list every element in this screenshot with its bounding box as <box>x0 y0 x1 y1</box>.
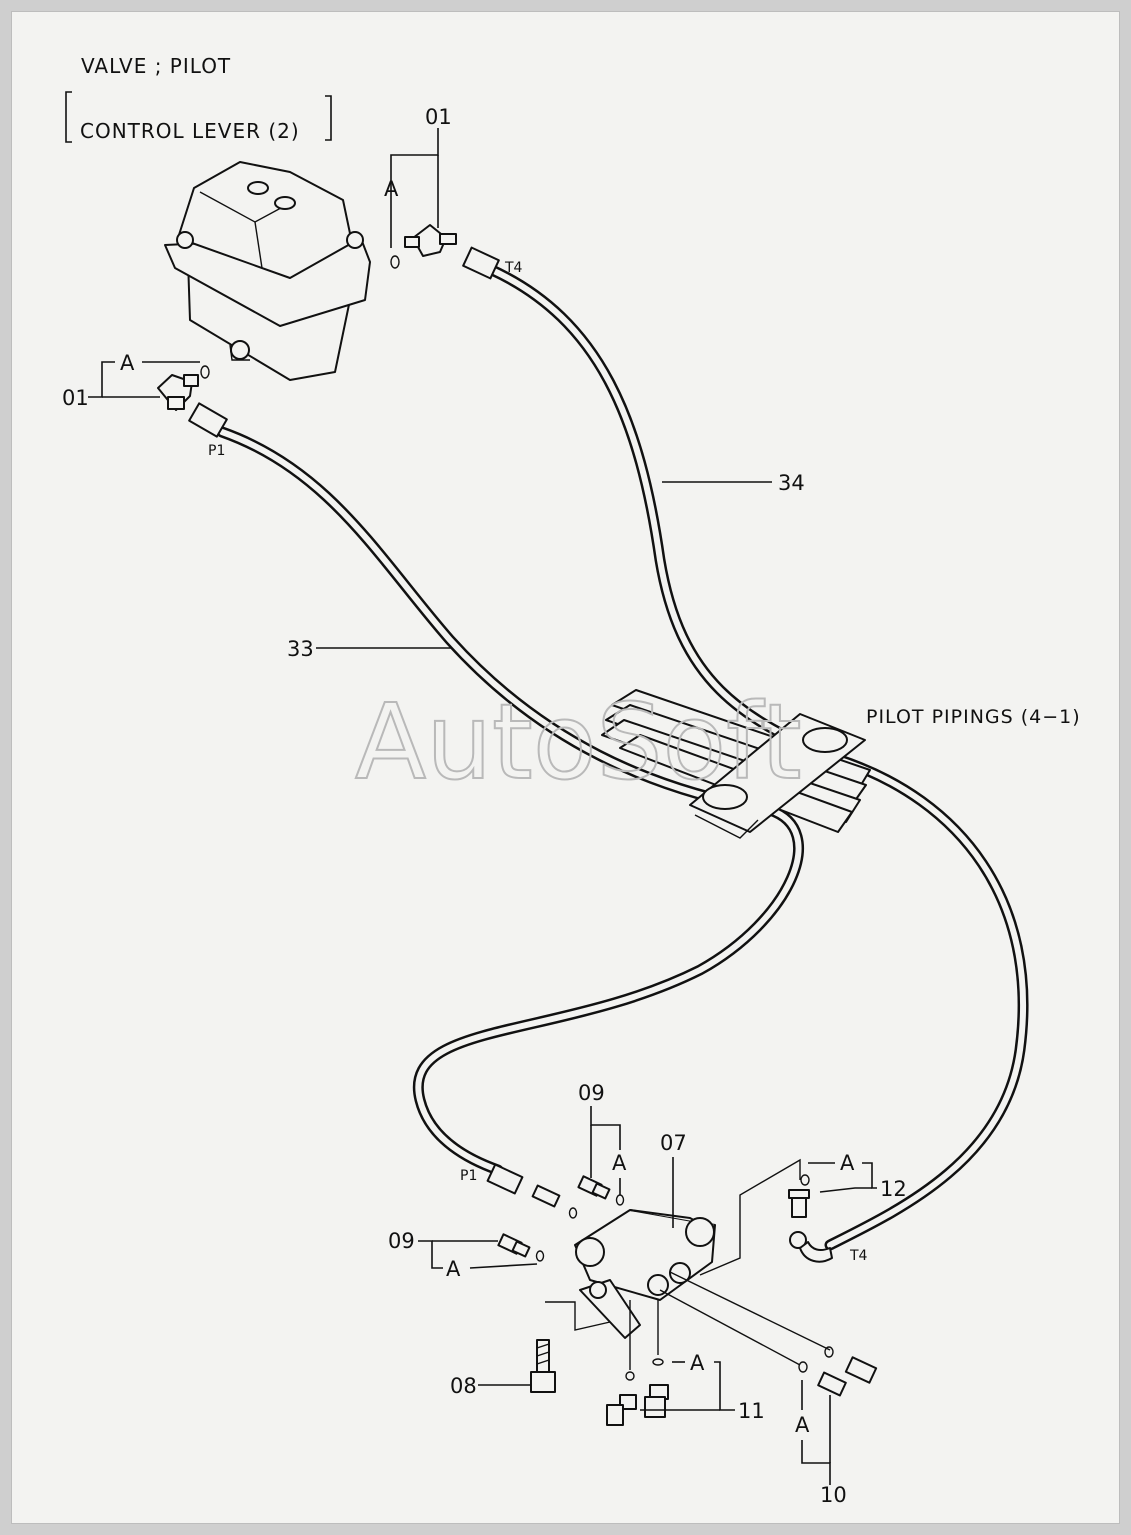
letter-a-top: A <box>384 177 399 201</box>
title-line2: CONTROL LEVER (2) <box>80 119 300 143</box>
callout-pilot-pipings: PILOT PIPINGS (4−1) <box>866 706 1081 728</box>
port-line-lower <box>659 1289 801 1366</box>
fitting-11b <box>644 1384 669 1418</box>
callout-09-top: 09 <box>578 1081 605 1105</box>
plug-09-top <box>577 1175 611 1200</box>
plug-09-left <box>497 1233 531 1258</box>
letter-a-11: A <box>690 1351 705 1375</box>
letter-a-12: A <box>840 1151 855 1175</box>
bracket-outline-left <box>545 1301 611 1331</box>
port-line-upper <box>669 1271 831 1351</box>
hose-nut-left <box>188 402 228 438</box>
oring-top <box>390 255 400 269</box>
callout-12: 12 <box>880 1177 907 1201</box>
callout-07: 07 <box>660 1131 687 1155</box>
port-p1-top: P1 <box>208 443 225 459</box>
pilot-piping-bundle <box>601 689 871 839</box>
bolt-08 <box>530 1339 556 1393</box>
letter-a-09left: A <box>446 1257 461 1281</box>
hose-nut-top <box>462 246 500 280</box>
parts-diagram: AutoSoft <box>62 54 1081 1507</box>
elbow-fitting-top <box>404 224 457 257</box>
hose-nut-p1-bottom <box>486 1163 524 1195</box>
callout-11: 11 <box>738 1399 765 1423</box>
hose-33 <box>216 426 804 1176</box>
callout-08: 08 <box>450 1374 477 1398</box>
callout-10: 10 <box>820 1483 847 1507</box>
letter-a-10: A <box>795 1413 810 1437</box>
fitting-10b <box>844 1356 878 1384</box>
connector-12 <box>788 1189 810 1218</box>
adapter-mid <box>531 1184 561 1208</box>
port-p1-bottom: P1 <box>460 1168 477 1184</box>
letter-a-left: A <box>120 351 135 375</box>
title-line1: VALVE ; PILOT <box>81 54 231 78</box>
elbow-t4-bottom <box>789 1231 833 1263</box>
fitting-11a <box>606 1394 637 1426</box>
callout-01-top: 01 <box>425 105 452 129</box>
fitting-10a <box>817 1371 847 1397</box>
callout-01-left: 01 <box>62 386 89 410</box>
bracket-outline <box>699 1158 801 1276</box>
elbow-fitting-left <box>157 374 199 411</box>
orings-lower <box>535 1174 834 1381</box>
port-t4-top: T4 <box>504 260 523 276</box>
callout-33: 33 <box>287 637 314 661</box>
pilot-valve-body <box>164 161 371 381</box>
callout-34: 34 <box>778 471 805 495</box>
leader-lines <box>65 91 877 1485</box>
watermark: AutoSoft <box>355 681 802 803</box>
oring-left <box>200 365 210 379</box>
drawing-sheet: AutoSoft <box>12 12 1119 1523</box>
port-t4-bottom: T4 <box>849 1248 868 1264</box>
callout-09-left: 09 <box>388 1229 415 1253</box>
letter-a-09top: A <box>612 1151 627 1175</box>
